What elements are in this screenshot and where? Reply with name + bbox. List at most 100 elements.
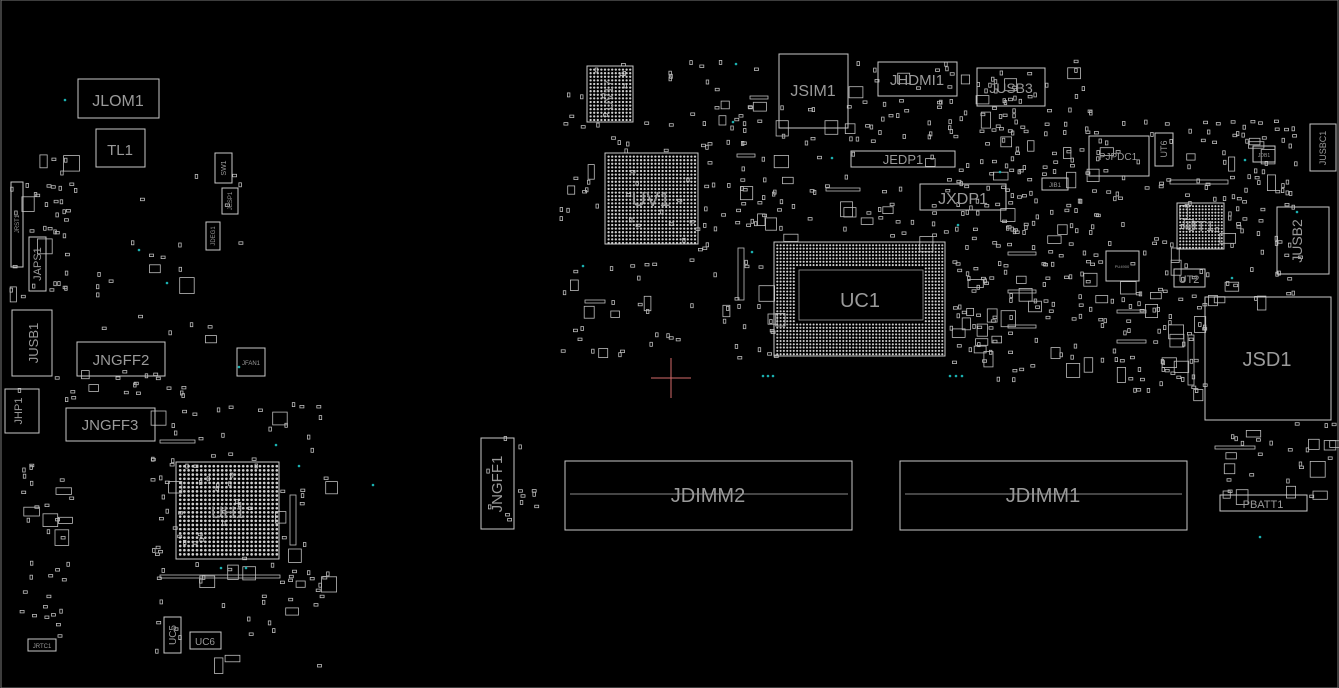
bga-ball bbox=[835, 244, 838, 247]
component-ut2[interactable]: UT2 bbox=[1173, 268, 1206, 288]
component-sw1[interactable]: SW1 bbox=[214, 152, 233, 184]
component-uc1[interactable]: UC1 bbox=[773, 241, 946, 357]
smd-pad bbox=[54, 376, 60, 380]
component-uv17[interactable]: UV17 bbox=[586, 65, 634, 123]
bga-ball bbox=[275, 511, 279, 514]
bga-ball bbox=[650, 166, 653, 169]
component-jsd1[interactable]: JSD1 bbox=[1204, 296, 1332, 421]
bga-ball bbox=[918, 250, 921, 253]
smd-pad bbox=[1091, 224, 1095, 230]
smd-pad bbox=[1043, 299, 1049, 303]
bga-ball bbox=[657, 227, 661, 230]
bga-ball bbox=[782, 250, 785, 253]
bga-ball bbox=[191, 532, 195, 535]
bga-ball bbox=[607, 169, 610, 173]
smd-pad bbox=[1187, 331, 1192, 336]
component-pbatt1[interactable]: PBATT1 bbox=[1219, 494, 1308, 512]
component-jngff2[interactable]: JNGFF2 bbox=[76, 341, 166, 377]
component-jusb2[interactable]: JUSB2 bbox=[1276, 206, 1330, 275]
component-japs1[interactable]: JAPS1 bbox=[28, 236, 47, 292]
component-jhp1[interactable]: JHP1 bbox=[4, 388, 40, 434]
component-uc6[interactable]: UC6 bbox=[189, 631, 222, 650]
via bbox=[750, 250, 754, 254]
bga-ball bbox=[895, 254, 898, 257]
bga-ball bbox=[204, 540, 207, 544]
bga-ball bbox=[208, 515, 211, 518]
bga-ball bbox=[825, 250, 828, 253]
bga-ball bbox=[868, 353, 871, 356]
component-jdb1[interactable]: JDB1 bbox=[1252, 145, 1276, 163]
component-uh1[interactable]: UH1 bbox=[175, 461, 280, 560]
component-uv1[interactable]: UV1 bbox=[604, 152, 699, 245]
bga-ball bbox=[686, 169, 689, 173]
bga-ball bbox=[904, 244, 908, 247]
smd-pad bbox=[1027, 177, 1033, 182]
component-jrtc1[interactable]: JRTC1 bbox=[27, 638, 57, 652]
component-jib1[interactable]: JIB1 bbox=[1041, 177, 1069, 191]
component-ut1[interactable]: UT1 bbox=[1176, 202, 1225, 250]
component-jdimm2[interactable]: JDIMM2 bbox=[564, 460, 853, 531]
smd-pad bbox=[318, 415, 323, 421]
component-jedp1[interactable]: JEDP1 bbox=[850, 150, 956, 168]
bga-ball bbox=[1185, 246, 1188, 249]
smd-pad bbox=[155, 545, 161, 550]
component-jusb1[interactable]: JUSB1 bbox=[11, 309, 53, 377]
bga-ball bbox=[216, 502, 220, 506]
bga-ball bbox=[636, 166, 639, 169]
component-tl1[interactable]: TL1 bbox=[95, 128, 146, 168]
bga-ball bbox=[672, 220, 675, 223]
bga-ball bbox=[1198, 237, 1201, 240]
component-jdeg1[interactable]: JDEG1 bbox=[205, 221, 221, 251]
bga-ball bbox=[589, 86, 592, 89]
component-jlom1[interactable]: JLOM1 bbox=[77, 78, 160, 119]
component-pjpdc1[interactable]: PJPDC1 bbox=[1088, 135, 1150, 177]
component-jngff3[interactable]: JNGFF3 bbox=[65, 407, 156, 442]
smd-pad bbox=[1086, 168, 1100, 182]
component-jdimm1[interactable]: JDIMM1 bbox=[899, 460, 1188, 531]
bga-ball bbox=[216, 464, 220, 468]
bga-ball bbox=[603, 72, 607, 75]
component-jusbc1[interactable]: JUSBC1 bbox=[1309, 123, 1337, 172]
smd-pad bbox=[705, 242, 709, 248]
component-pu4900[interactable]: PU4900 bbox=[1105, 250, 1140, 282]
component-jngff1[interactable]: JNGFF1 bbox=[480, 437, 515, 530]
bga-ball bbox=[838, 343, 842, 346]
bga-ball bbox=[1201, 243, 1204, 246]
bga-ball bbox=[679, 209, 682, 212]
bga-ball bbox=[862, 264, 865, 267]
component-jusb3[interactable]: JUSB3 bbox=[976, 67, 1046, 107]
bga-ball bbox=[848, 326, 851, 329]
smd-pad bbox=[531, 489, 537, 493]
bga-ball bbox=[855, 346, 858, 349]
bga-ball bbox=[878, 264, 881, 267]
bga-ball bbox=[931, 326, 934, 329]
component-jhdmi1[interactable]: JHDMI1 bbox=[877, 61, 958, 97]
bga-ball bbox=[1217, 224, 1220, 227]
component-jfan1[interactable]: JFAN1 bbox=[236, 347, 266, 377]
bga-ball bbox=[918, 323, 921, 326]
component-ut6[interactable]: UT6 bbox=[1154, 132, 1174, 167]
component-jrst1[interactable]: JRST1 bbox=[10, 181, 24, 268]
bga-ball bbox=[661, 234, 664, 237]
bga-ball bbox=[819, 254, 822, 257]
smd-pad bbox=[762, 195, 766, 201]
bga-ball bbox=[941, 323, 944, 326]
bga-ball bbox=[271, 511, 274, 514]
smd-pad bbox=[757, 304, 761, 309]
component-jsim1[interactable]: JSIM1 bbox=[778, 53, 849, 129]
bga-ball bbox=[625, 209, 628, 212]
bga-ball bbox=[657, 191, 661, 194]
bga-ball bbox=[614, 216, 617, 219]
component-uc5[interactable]: UC5 bbox=[163, 616, 182, 654]
bga-ball bbox=[629, 72, 632, 75]
component-jxdp1[interactable]: JXDP1 bbox=[919, 183, 1007, 211]
smd-pad bbox=[270, 562, 275, 568]
component-jesp1[interactable]: JESP1 bbox=[221, 187, 239, 215]
smd-pad bbox=[865, 124, 870, 128]
bga-ball bbox=[237, 473, 241, 476]
bga-ball bbox=[888, 330, 891, 333]
bga-ball bbox=[812, 323, 815, 326]
bga-ball bbox=[792, 247, 795, 250]
bga-ball bbox=[924, 254, 927, 257]
